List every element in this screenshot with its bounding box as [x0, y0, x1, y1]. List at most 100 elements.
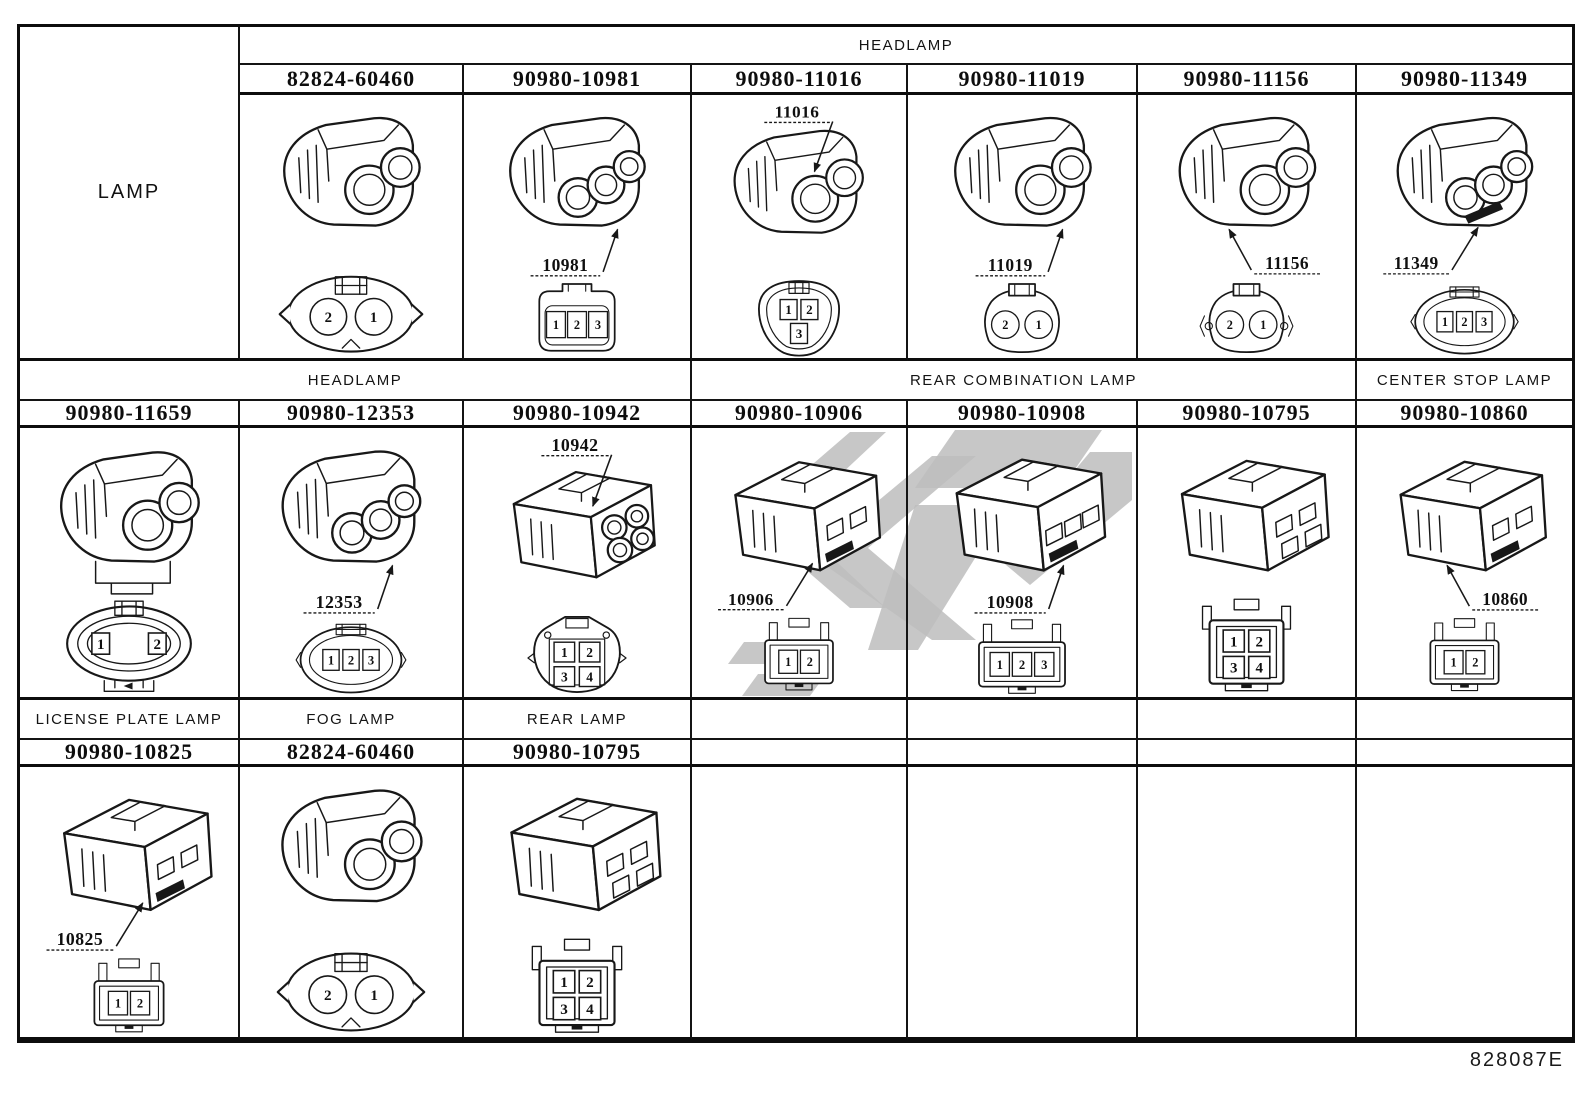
lamp-row-label: LAMP [20, 27, 240, 361]
empty-header-cell [1138, 700, 1357, 740]
pin-number: 2 [1472, 656, 1478, 670]
connector-iso-drawing [281, 450, 422, 563]
pin-number: 2 [1256, 634, 1263, 650]
connector-illustration: 10981 1 2 3 [509, 116, 646, 352]
pin-number: 1 [553, 318, 559, 332]
callout-label: 12353 [316, 592, 363, 612]
callout-label: 11349 [1394, 253, 1439, 273]
pin-number: 2 [806, 302, 813, 317]
pin-number: 1 [370, 310, 377, 326]
pin-number: 2 [348, 653, 354, 667]
part-number-cell: 90980-10981 [464, 65, 692, 95]
part-number-cell: 90980-10795 [464, 740, 692, 767]
connector-iso-drawing [1178, 116, 1317, 227]
section-header: REAR LAMP [464, 700, 692, 740]
connector-iso-drawing [509, 116, 646, 227]
drawing-code: 828087E [1469, 1049, 1564, 1071]
connector-iso-drawing [510, 797, 662, 912]
connector-front-view: 1 2 3 [538, 283, 616, 352]
section-header: HEADLAMP [20, 361, 692, 401]
pin-number: 1 [1036, 318, 1042, 332]
pin-number: 3 [1481, 315, 1487, 329]
connector-iso-drawing [63, 798, 213, 912]
empty-part-cell [692, 740, 908, 767]
part-number-cell: 90980-10942 [464, 401, 692, 428]
empty-header-cell [692, 700, 908, 740]
connector-iso-drawing [733, 129, 864, 234]
pin-number: 3 [1230, 661, 1237, 677]
part-number-cell: 82824-60460 [240, 740, 464, 767]
pin-number: 1 [97, 637, 105, 653]
pin-number: 2 [1227, 318, 1233, 332]
connector-iso-drawing [1399, 460, 1547, 572]
section-header: REAR COMBINATION LAMP [692, 361, 1357, 401]
part-number-cell: 90980-10860 [1357, 401, 1572, 428]
connector-iso-drawing [283, 116, 421, 227]
pin-number: 2 [586, 974, 594, 991]
connector-iso-drawing [734, 461, 882, 572]
pin-number: 1 [1230, 634, 1237, 650]
pin-number: 2 [574, 318, 580, 332]
pin-number: 1 [1451, 656, 1457, 670]
part-number-cell: 90980-10825 [20, 740, 240, 767]
part-number-cell: 90980-10908 [908, 401, 1138, 428]
part-number-cell: 82824-60460 [240, 65, 464, 95]
pin-number: 2 [1019, 658, 1025, 672]
part-number-cell: 90980-10906 [692, 401, 908, 428]
pin-number: 3 [1041, 658, 1047, 672]
callout-label: 10908 [987, 592, 1034, 612]
pin-number: 2 [154, 637, 162, 653]
illustration-cell: 10981 1 2 3 [464, 95, 692, 361]
connector-iso-drawing [1180, 459, 1330, 572]
empty-part-cell [908, 740, 1138, 767]
empty-header-cell [1357, 700, 1572, 740]
callout-label: 10981 [542, 255, 588, 275]
callout-label: 10942 [552, 435, 599, 455]
pin-number: 2 [586, 645, 593, 660]
part-number-cell: 90980-11016 [692, 65, 908, 95]
connector-iso-drawing [60, 451, 200, 595]
pin-number: 2 [325, 310, 332, 326]
pin-number: 3 [595, 318, 601, 332]
empty-illustration-cell [1357, 767, 1572, 1040]
callout-label: 11019 [988, 255, 1033, 275]
section-header: CENTER STOP LAMP [1357, 361, 1572, 401]
pin-number: 1 [115, 997, 121, 1011]
empty-illustration-cell [908, 767, 1138, 1040]
pin-number: 2 [324, 987, 332, 1004]
pin-number: 3 [561, 669, 568, 684]
empty-illustration-cell [692, 767, 908, 1040]
pin-number: 1 [328, 653, 334, 667]
pin-number: 2 [137, 997, 143, 1011]
callout-label: 10825 [57, 929, 104, 949]
part-number-cell: 90980-10795 [1138, 401, 1357, 428]
connector-iso-drawing [281, 789, 423, 903]
pin-number: 3 [368, 653, 374, 667]
